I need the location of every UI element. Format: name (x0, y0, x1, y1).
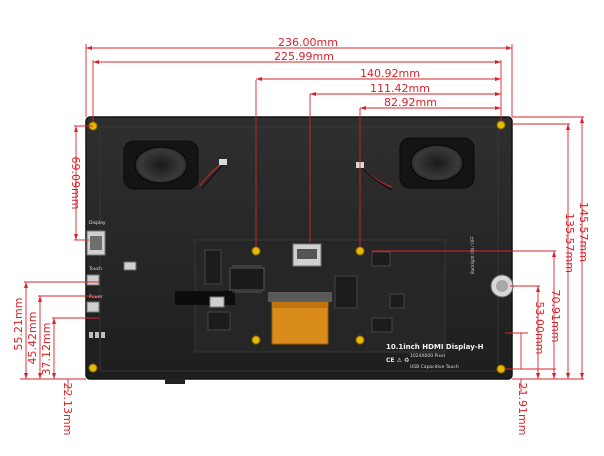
product-title: 10.1inch HDMI Display-H (386, 343, 484, 351)
backlight-switch (123, 261, 137, 271)
dim-111: 111.42mm (370, 82, 430, 95)
display-board: Display Touch Power 10.1inch HDMI Displa… (85, 116, 514, 384)
mounting-hole (251, 335, 261, 345)
mounting-hole (355, 335, 365, 345)
resolution-label: 1024X600 Pixel (410, 353, 445, 359)
dim-37: 37.12mm (40, 323, 53, 376)
right-speaker (399, 137, 475, 189)
certification-marks: CE ⚠ ♻ (386, 357, 409, 364)
dim-225: 225.99mm (274, 50, 334, 63)
fpc-cable (268, 292, 332, 345)
bottom-tab (165, 378, 185, 384)
label-power: Power (89, 294, 103, 300)
dimension-lines (20, 44, 584, 392)
fpc-slot (175, 291, 235, 305)
main-chip (229, 265, 265, 293)
dim-145: 145.57mm (577, 202, 590, 262)
dim-82: 82.92mm (384, 96, 437, 109)
secondary-chips (204, 249, 405, 333)
dim-69: 69.09mm (69, 157, 82, 210)
hdmi-port-center (292, 243, 322, 267)
dim-53: 53.00mm (533, 302, 546, 355)
pin-header (89, 332, 105, 338)
hdmi-port-side (86, 230, 106, 256)
dim-22: 22.13mm (61, 383, 74, 436)
dim-135: 135.57mm (563, 213, 576, 273)
dimension-labels: 236.00mm 225.99mm 140.92mm 111.42mm 82.9… (12, 36, 590, 435)
dim-21: 21.91mm (516, 383, 529, 436)
dimension-arrows (24, 46, 584, 379)
usb-touch-port (86, 274, 100, 286)
side-note-label: Backlight ON / OFF (470, 236, 475, 274)
dim-140: 140.92mm (360, 67, 420, 80)
coin-component-center (496, 280, 508, 292)
mounting-hole (496, 364, 506, 374)
label-touch: Touch (88, 266, 102, 272)
mounting-hole (496, 120, 506, 130)
dim-45: 45.42mm (26, 312, 39, 365)
dim-70: 70.91mm (549, 290, 562, 343)
usb-power-port (86, 301, 100, 313)
mounting-hole (355, 246, 365, 256)
mounting-hole (251, 246, 261, 256)
left-speaker (123, 140, 199, 190)
dim-55: 55.21mm (12, 298, 25, 351)
dim-236: 236.00mm (278, 36, 338, 49)
usb-center-port (209, 296, 225, 308)
label-display: Display (89, 220, 106, 226)
touch-type-label: USB Capacitive Touch (410, 364, 459, 370)
mounting-hole (88, 363, 98, 373)
